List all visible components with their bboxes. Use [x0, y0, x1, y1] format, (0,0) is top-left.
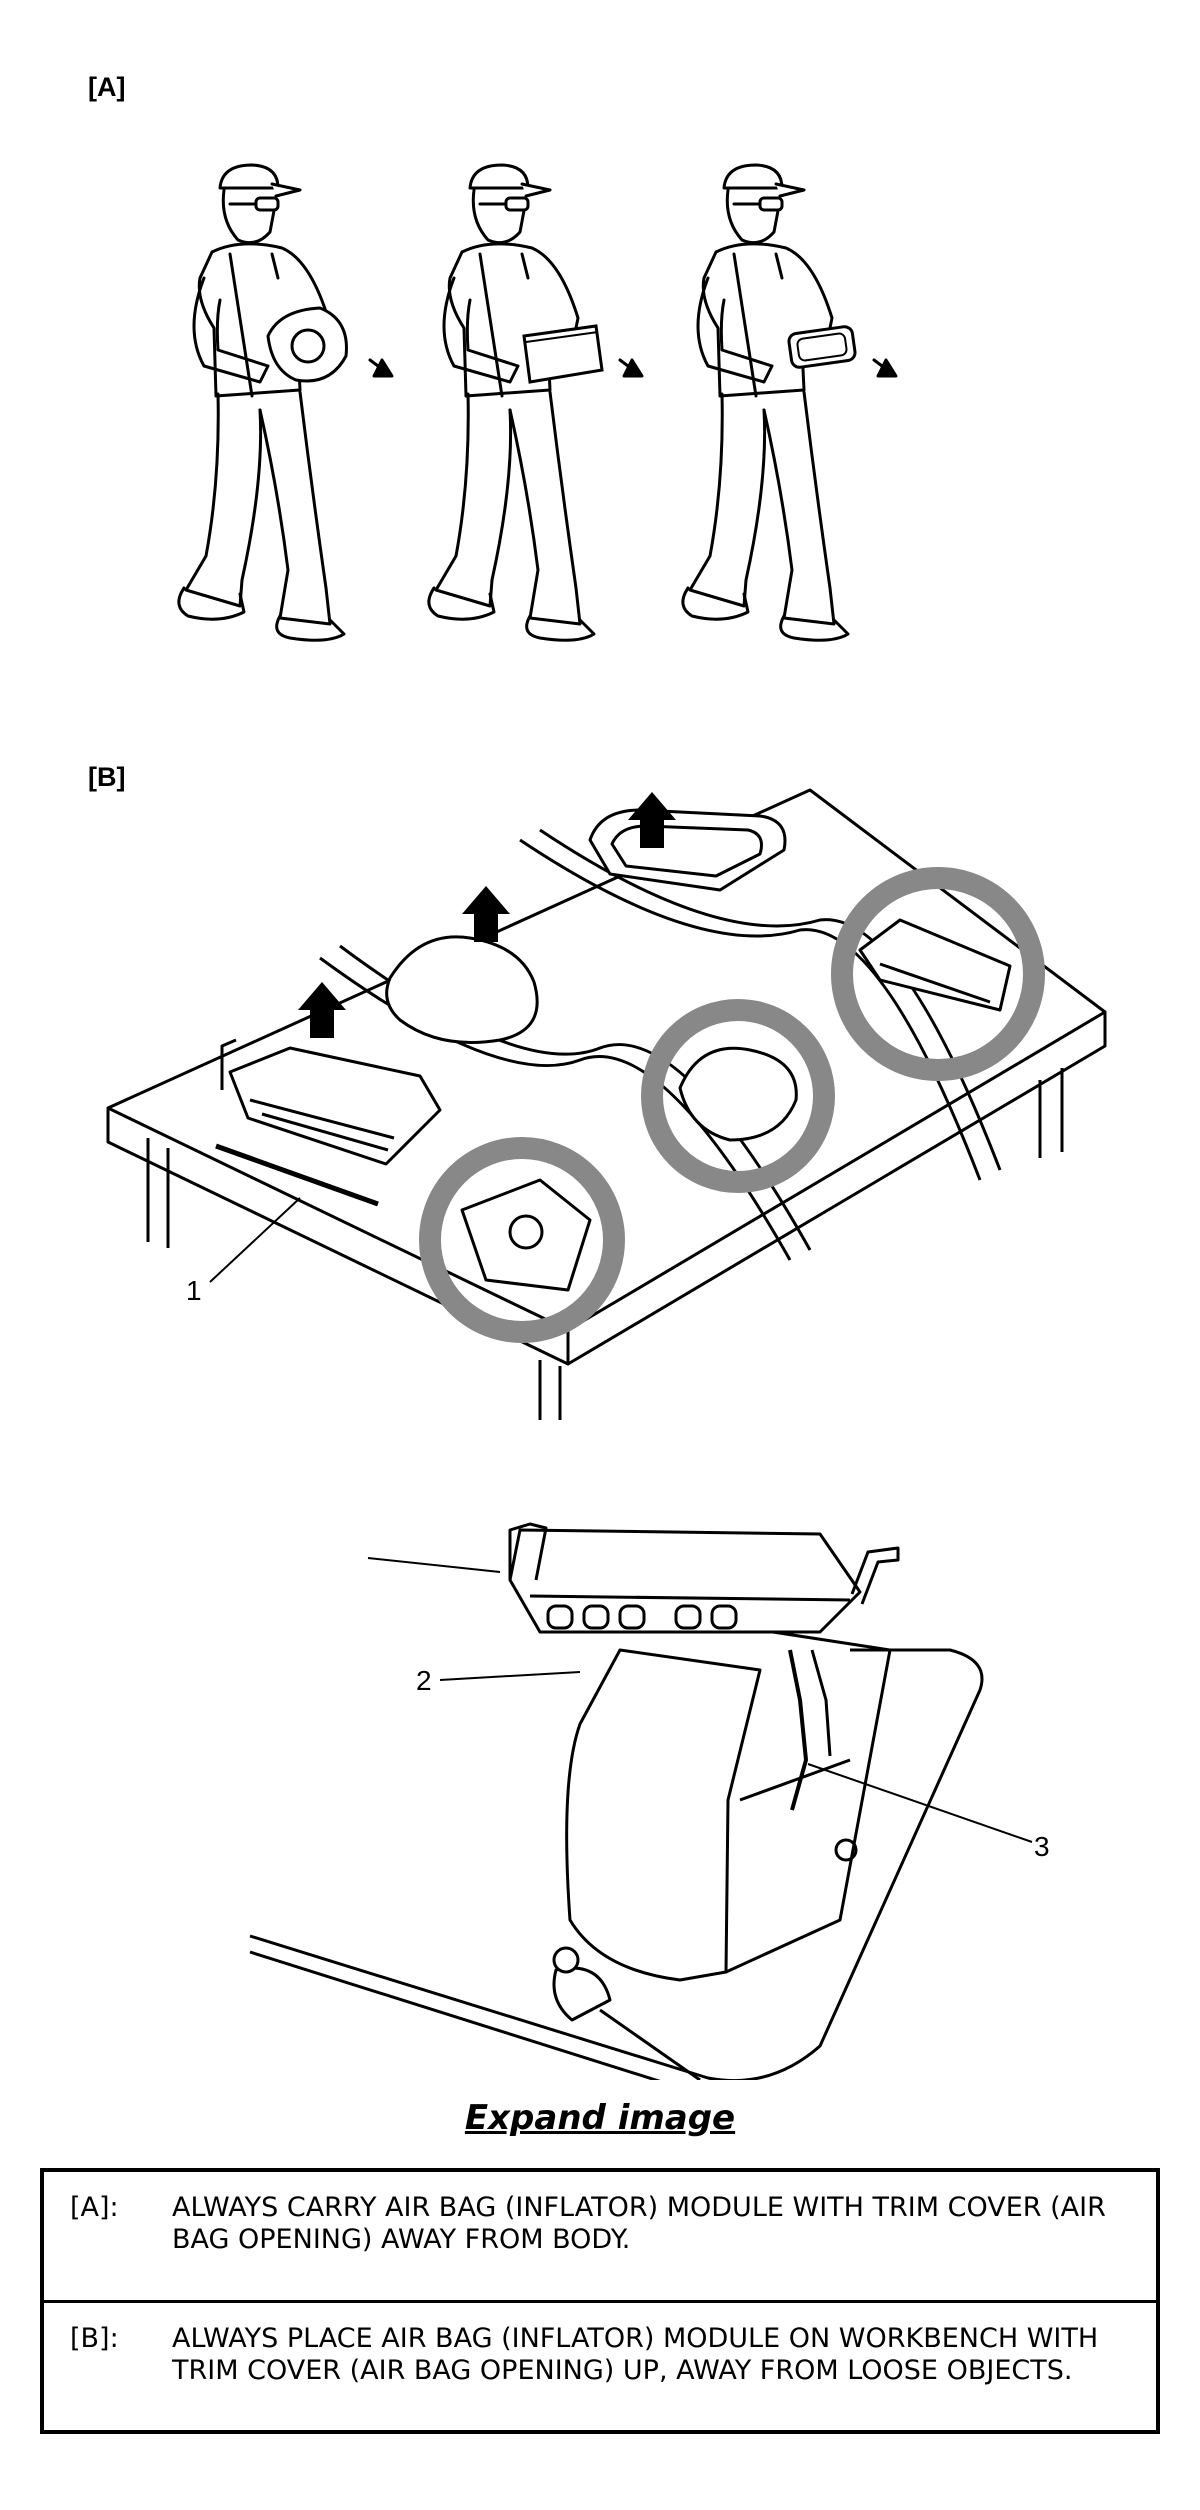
figure-c-illustration: 2 3	[249, 1522, 1050, 2080]
note-key-a: [A]:	[42, 2168, 162, 2301]
worker-2	[427, 163, 644, 642]
figure-b-label: [B]	[88, 762, 126, 792]
notes-table: [A]: ALWAYS CARRY AIR BAG (INFLATOR) MOD…	[40, 2168, 1160, 2434]
callout-1: 1	[186, 1275, 202, 1306]
note-row-a: [A]: ALWAYS CARRY AIR BAG (INFLATOR) MOD…	[42, 2168, 1158, 2301]
note-text-b: ALWAYS PLACE AIR BAG (INFLATOR) MODULE O…	[162, 2299, 1158, 2432]
figure-a-illustration	[177, 163, 898, 642]
expand-image-link[interactable]: Expand image	[464, 2098, 736, 2138]
worker-3	[681, 163, 898, 642]
figure-a-label: [A]	[88, 72, 126, 102]
note-key-b: [B]:	[42, 2299, 162, 2432]
note-text-a: ALWAYS CARRY AIR BAG (INFLATOR) MODULE W…	[162, 2168, 1158, 2301]
figure-b-illustration: 1	[106, 788, 1107, 1420]
callout-2: 2	[416, 1665, 432, 1696]
note-row-b: [B]: ALWAYS PLACE AIR BAG (INFLATOR) MOD…	[42, 2299, 1158, 2432]
worker-1	[177, 163, 394, 642]
callout-3: 3	[1034, 1831, 1050, 1862]
